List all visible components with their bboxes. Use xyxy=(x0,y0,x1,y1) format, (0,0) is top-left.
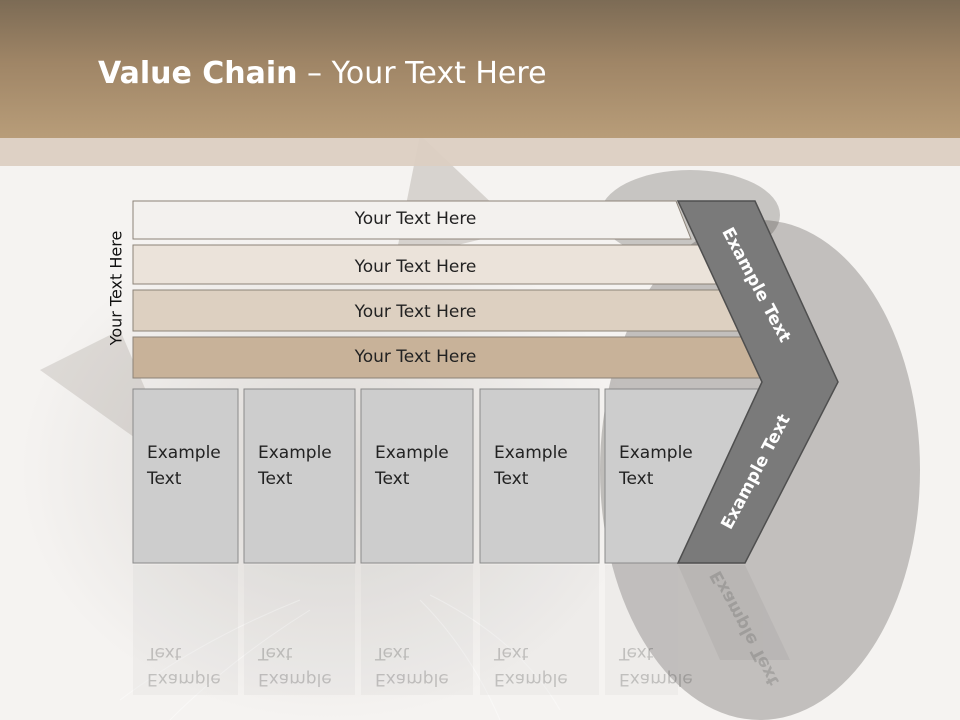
title-rest: – Your Text Here xyxy=(297,56,547,91)
reflection-shapes xyxy=(133,565,790,695)
card-box-2 xyxy=(243,388,356,564)
card-5: Example Text xyxy=(605,389,725,563)
header-bar xyxy=(0,0,960,138)
card-4-line1: Example xyxy=(494,443,568,463)
card-3-line1: Example xyxy=(375,443,449,463)
card-5-line1: Example xyxy=(619,443,693,463)
chevron-arrow xyxy=(676,200,839,564)
card-2-line2: Text xyxy=(258,469,293,489)
row-label-4: Your Text Here xyxy=(354,347,477,367)
slide-title: Value Chain – Your Text Here xyxy=(98,54,547,94)
card-1: Example Text xyxy=(133,389,238,563)
card-2: Example Text xyxy=(244,389,355,563)
card-4-line2: Text xyxy=(494,469,529,489)
card-3: Example Text xyxy=(361,389,473,563)
row-label-2: Your Text Here xyxy=(354,257,477,277)
card-1-line2: Text xyxy=(147,469,182,489)
card-box-4 xyxy=(479,388,600,564)
row-label-1: Your Text Here xyxy=(354,209,477,229)
card-5-line2: Text xyxy=(619,469,654,489)
title-bold: Value Chain xyxy=(98,56,298,91)
header-band xyxy=(0,138,960,166)
row-label-3: Your Text Here xyxy=(354,302,477,322)
card-3-line2: Text xyxy=(375,469,410,489)
card-box-1 xyxy=(132,388,239,564)
card-1-line1: Example xyxy=(147,443,221,463)
row-bar-1 xyxy=(132,200,692,240)
card-4: Example Text xyxy=(480,389,599,563)
card-2-line1: Example xyxy=(258,443,332,463)
card-box-3 xyxy=(360,388,474,564)
